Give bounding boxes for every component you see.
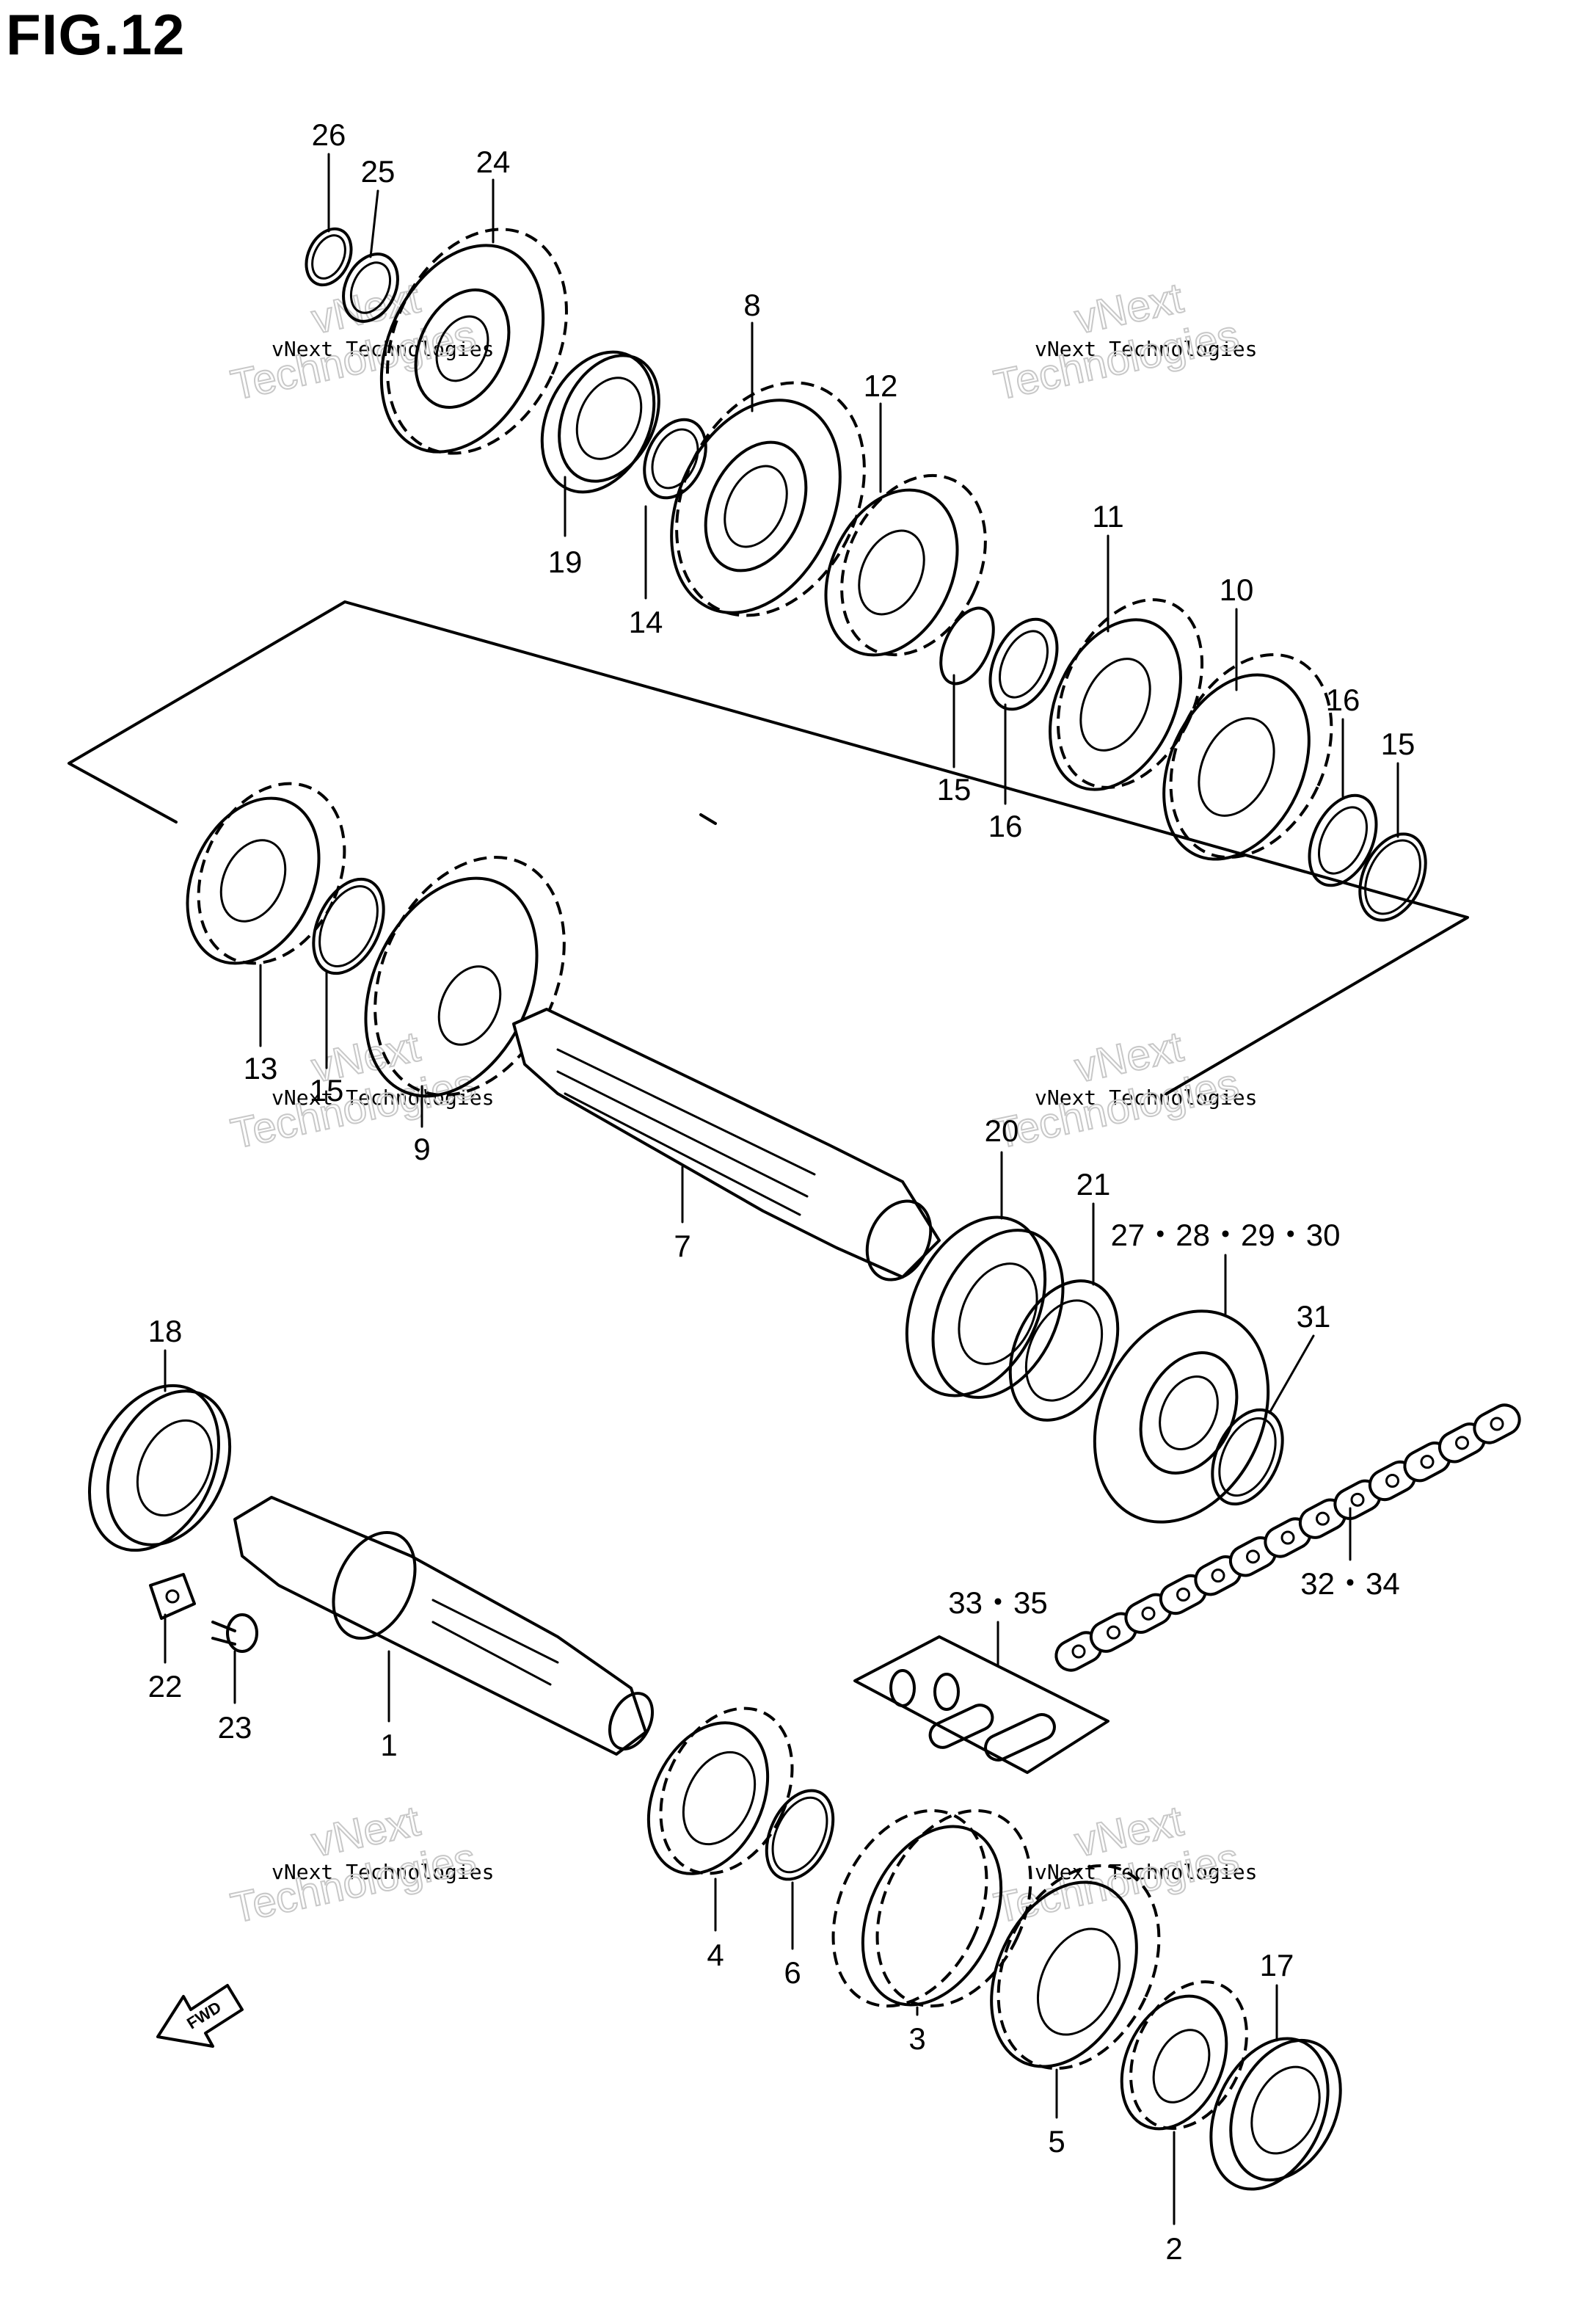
chain-pin: [1246, 1549, 1260, 1564]
watermark-text-main: vNext Technologies: [272, 1860, 494, 1884]
callout-17: 17: [1260, 1948, 1294, 1982]
part-15-circlip-left: [312, 877, 385, 975]
chain-pin: [1350, 1492, 1365, 1507]
part-25-washer: [342, 252, 399, 323]
part-15-circlip-upper: [939, 606, 995, 686]
callout-26: 26: [312, 117, 346, 152]
chain-pin: [1107, 1625, 1121, 1640]
part-13-gear: [186, 782, 346, 965]
part-26-circlip: [305, 227, 353, 287]
chain-pin: [1141, 1606, 1156, 1621]
part-1-driveshaft: [233, 1496, 655, 1756]
assembly-frame-outline: [68, 600, 1469, 1095]
fwd-arrow-icon: FWD: [156, 1984, 244, 2048]
callout-14: 14: [629, 605, 663, 639]
part-23-screw: [211, 1613, 258, 1653]
part-14-washer: [643, 418, 707, 500]
callout-27-30: 27・28・29・30: [1111, 1218, 1341, 1252]
chain-pin: [1316, 1511, 1330, 1526]
callout-16-upper: 16: [988, 809, 1023, 843]
chain-pin: [1455, 1436, 1469, 1450]
callout-32-34: 32・34: [1300, 1566, 1399, 1601]
callout-31: 31: [1297, 1299, 1331, 1334]
callout-7: 7: [674, 1229, 690, 1263]
part-8-gear: [670, 381, 866, 617]
callout-18: 18: [148, 1314, 183, 1348]
callout-5: 5: [1048, 2124, 1065, 2159]
callout-25: 25: [361, 154, 396, 189]
callout-24: 24: [476, 145, 511, 179]
callout-10: 10: [1220, 572, 1254, 607]
part-16-washer-upper: [988, 617, 1059, 711]
frame-break-mark: [699, 813, 717, 825]
callout-19: 19: [548, 545, 583, 579]
leader-lines: [164, 153, 1399, 2225]
part-16-washer-right: [1308, 793, 1378, 887]
chain-pin: [1280, 1530, 1295, 1545]
callout-33-35: 33・35: [948, 1585, 1047, 1620]
callout-6: 6: [784, 1955, 801, 1990]
part-19-bearing: [540, 350, 660, 494]
callout-15-left: 15: [310, 1073, 344, 1108]
part-31-circlip: [1211, 1408, 1284, 1506]
callout-21: 21: [1076, 1167, 1111, 1202]
callout-2: 2: [1165, 2231, 1182, 2266]
part-4-gear: [646, 1706, 794, 1875]
part-12-gear: [824, 473, 987, 657]
part-24-gear: [379, 228, 568, 455]
part-6-circlip: [765, 1789, 835, 1881]
callout-23: 23: [218, 1710, 252, 1745]
callout-9: 9: [413, 1132, 430, 1166]
chain-link: [1473, 1403, 1521, 1444]
callout-13: 13: [244, 1051, 278, 1086]
part-11-gear: [1049, 598, 1204, 791]
part-32-34-drive-chain: [1054, 1403, 1521, 1672]
part-18-bearing: [88, 1384, 232, 1552]
callout-8: 8: [743, 288, 760, 322]
watermark-text-main: vNext Technologies: [1035, 337, 1257, 361]
callout-12: 12: [864, 368, 898, 403]
callout-4: 4: [707, 1938, 724, 1972]
callout-22: 22: [148, 1669, 183, 1704]
chain-pin: [1071, 1644, 1086, 1659]
callout-1: 1: [380, 1728, 397, 1762]
part-22-retainer-plate: [149, 1573, 196, 1620]
part-10-gear: [1162, 652, 1333, 861]
chain-pin: [1385, 1474, 1399, 1488]
part-7-countershaft: [512, 1008, 941, 1282]
part-27-30-sprocket: [1093, 1309, 1270, 1524]
chain-pin: [1176, 1588, 1190, 1602]
part-17-bearing: [1209, 2037, 1342, 2191]
part-2-gear: [1120, 1980, 1248, 2131]
chain-pin: [1211, 1568, 1225, 1583]
chain-pin: [1420, 1455, 1435, 1469]
part-3-gear: [831, 1808, 1032, 2008]
callout-15-right: 15: [1381, 727, 1415, 761]
callout-11: 11: [1092, 499, 1124, 534]
chain-pin: [1490, 1417, 1504, 1431]
part-21-spacer: [1008, 1279, 1120, 1422]
part-20-bearing: [905, 1215, 1065, 1399]
figure-title: FIG.12: [6, 2, 186, 67]
part-15-circlip-right: [1358, 832, 1427, 922]
callout-20: 20: [985, 1113, 1019, 1148]
callout-16-right: 16: [1326, 683, 1360, 717]
watermark-text-main: vNext Technologies: [1035, 1086, 1257, 1110]
part-33-35-chain-joint-kit: [853, 1635, 1109, 1774]
callout-3: 3: [908, 2021, 925, 2056]
part-5-gear: [990, 1864, 1161, 2071]
callout-labels: 26 25 24 8 12 19 14 11 10 15 16 16 15 13…: [148, 117, 1415, 2266]
callout-15-upper: 15: [937, 772, 972, 807]
